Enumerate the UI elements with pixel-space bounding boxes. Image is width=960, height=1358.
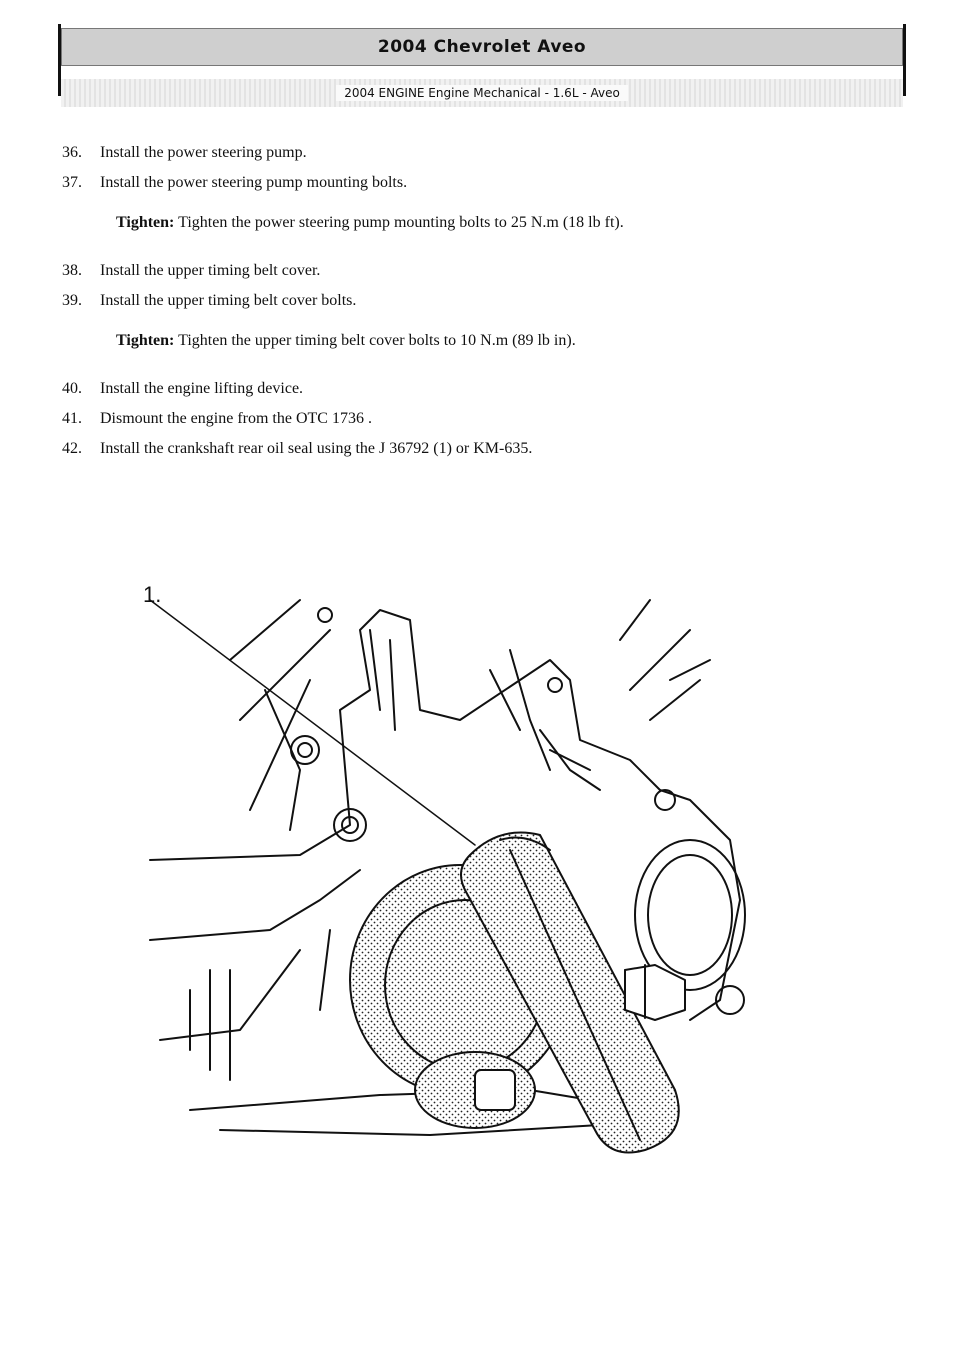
tighten-note: Tighten: Tighten the upper timing belt c…: [116, 332, 576, 349]
document-subtitle: 2004 ENGINE Engine Mechanical - 1.6L - A…: [61, 79, 903, 107]
figure-callout-1: 1.: [143, 582, 162, 607]
tighten-note: Tighten: Tighten the power steering pump…: [116, 214, 624, 231]
document-title: 2004 Chevrolet Aveo: [61, 28, 903, 66]
step-40: 40. Install the engine lifting device.: [62, 380, 304, 397]
document-header: 2004 Chevrolet Aveo 2004 ENGINE Engine M…: [58, 24, 906, 107]
step-36: 36. Install the power steering pump.: [62, 144, 307, 161]
step-38: 38. Install the upper timing belt cover.: [62, 262, 321, 279]
procedure-steps: 36. Install the power steering pump. 37.…: [62, 138, 882, 464]
seal-installer-illustration: [130, 570, 770, 1180]
step-37: 37. Install the power steering pump moun…: [62, 174, 408, 191]
step-42: 42. Install the crankshaft rear oil seal…: [62, 440, 533, 457]
illustration-svg: [149, 599, 746, 1154]
step-39: 39. Install the upper timing belt cover …: [62, 292, 357, 309]
step-41: 41. Dismount the engine from the OTC 173…: [62, 410, 372, 427]
